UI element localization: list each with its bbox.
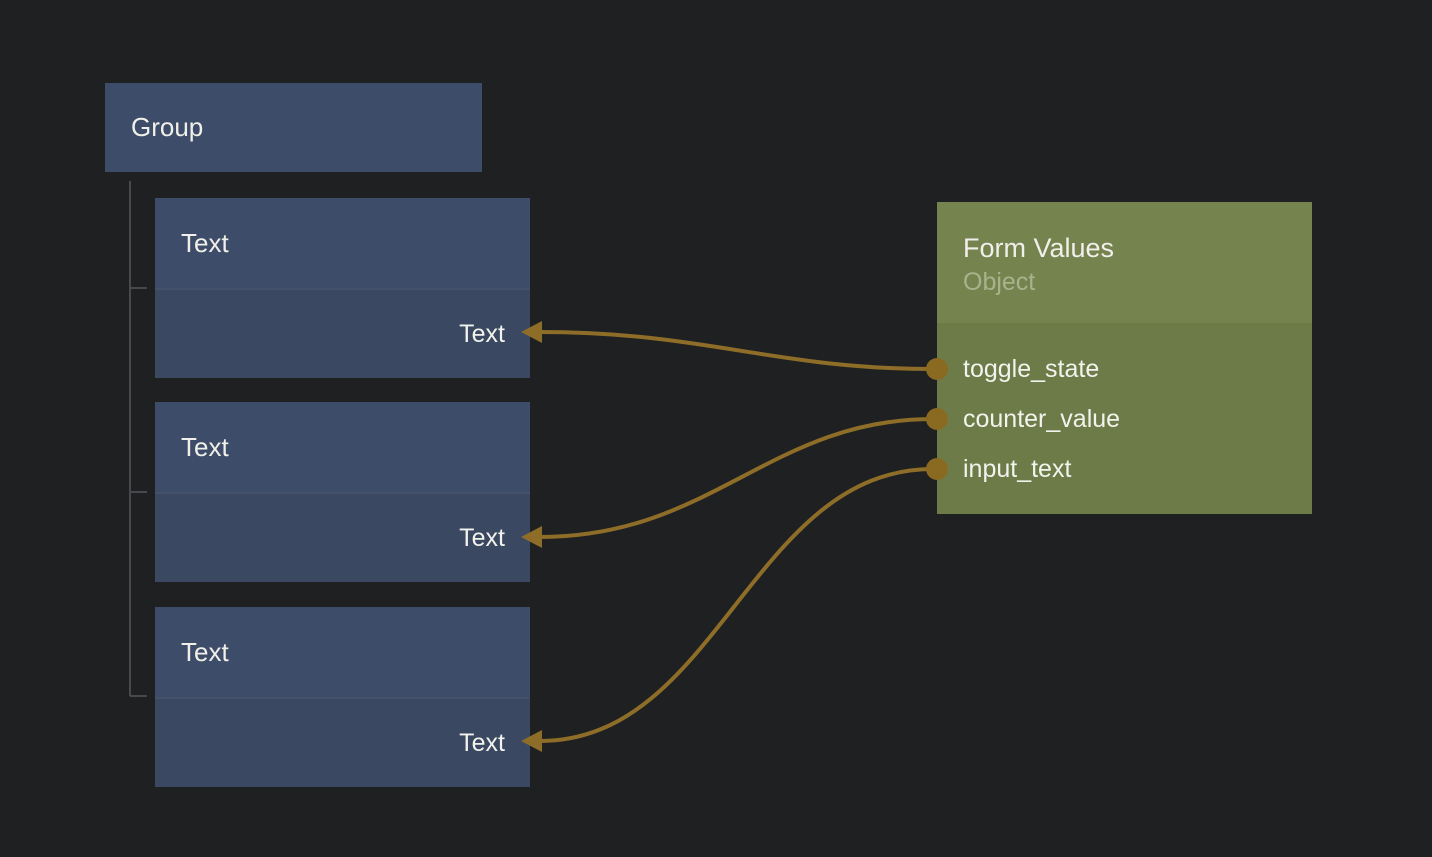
form-values-subtitle: Object [963, 268, 1036, 296]
text-node-2[interactable]: Text Text [155, 402, 530, 582]
text-node-title: Text [181, 636, 229, 667]
text-node-1[interactable]: Text Text [155, 198, 530, 378]
text-node-input-label: Text [459, 523, 505, 552]
form-values-body: toggle_state counter_value input_text [937, 323, 1312, 514]
form-values-node[interactable]: Form Values Object toggle_state counter_… [937, 202, 1312, 514]
text-node-input-label: Text [459, 319, 505, 348]
text-node-header: Text [155, 402, 530, 492]
text-node-input-row: Text [155, 492, 530, 582]
text-node-title: Text [181, 227, 229, 258]
text-node-header: Text [155, 607, 530, 697]
form-values-title: Form Values [963, 233, 1115, 263]
group-node[interactable]: Group [105, 83, 482, 172]
text-node-title: Text [181, 431, 229, 462]
group-node-title: Group [131, 112, 204, 142]
connection-wire-toggle-state[interactable] [538, 330, 935, 371]
text-node-input-label: Text [459, 728, 505, 757]
output-label: counter_value [963, 404, 1121, 433]
output-row-toggle-state[interactable]: toggle_state [937, 344, 1312, 394]
connection-wire-input-text[interactable] [538, 467, 935, 743]
connection-wire-counter-value[interactable] [538, 417, 935, 539]
output-label: toggle_state [963, 354, 1100, 383]
output-label: input_text [963, 454, 1072, 483]
output-row-input-text[interactable]: input_text [937, 444, 1312, 494]
text-node-header: Text [155, 198, 530, 288]
text-node-input-row: Text [155, 697, 530, 787]
text-node-input-row: Text [155, 288, 530, 378]
text-node-3[interactable]: Text Text [155, 607, 530, 787]
form-values-header: Form Values Object [937, 202, 1312, 323]
output-row-counter-value[interactable]: counter_value [937, 394, 1312, 444]
